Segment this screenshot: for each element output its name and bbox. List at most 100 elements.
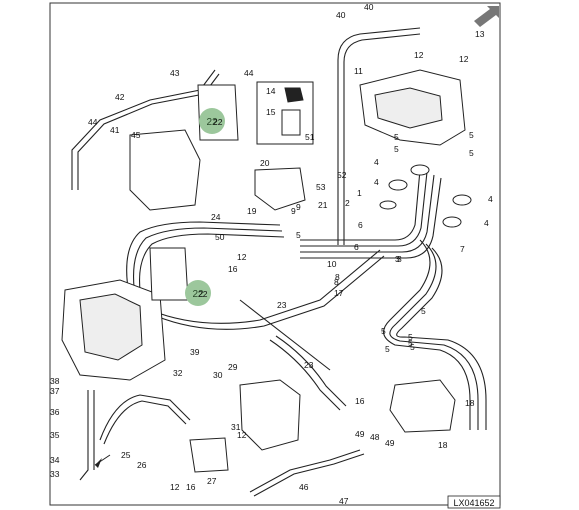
callout-label: 31 [231, 422, 241, 432]
callout-label: 5 [469, 130, 474, 140]
callout-label: 4 [374, 177, 379, 187]
components [61, 69, 472, 473]
callout-label: 46 [299, 482, 309, 492]
highlight-markers: 22 22 [185, 108, 225, 306]
callout-label: 3 [397, 254, 402, 264]
callout-label: 18 [438, 440, 448, 450]
callout-label: 5 [469, 148, 474, 158]
callout-label: 16 [355, 396, 365, 406]
callout-label: 22 [198, 289, 208, 299]
callout-label: 20 [260, 158, 270, 168]
callout-label: 1 [357, 188, 362, 198]
callout-label: 40 [364, 2, 374, 12]
callout-label: 42 [115, 92, 125, 102]
callout-label: 5 [394, 132, 399, 142]
callout-label: 12 [170, 482, 180, 492]
bracket [254, 167, 306, 211]
highlight-label: 22 [206, 117, 218, 128]
callout-label: 5 [296, 230, 301, 240]
callout-label: 5 [410, 342, 415, 352]
callout-label: 4 [484, 218, 489, 228]
callout-label: 35 [50, 430, 60, 440]
diagram-border [49, 2, 501, 506]
callout-label: 9 [296, 202, 301, 212]
callout-label: 4 [374, 157, 379, 167]
callout-label: 4 [488, 194, 493, 204]
callout-label: 2 [345, 198, 350, 208]
right-fitting-block [389, 379, 456, 433]
callout-label: 52 [337, 170, 347, 180]
callout-label: 5 [408, 332, 413, 342]
callout-label: 32 [173, 368, 183, 378]
callout-label: 26 [137, 460, 147, 470]
callout-label: 3 [395, 254, 400, 264]
upper-left-housing [129, 129, 201, 211]
callout-label: 13 [475, 29, 485, 39]
callout-label: 44 [244, 68, 254, 78]
callout-label: 9 [291, 206, 296, 216]
callout-label: 22 [213, 117, 223, 127]
callout-label: 17 [334, 288, 344, 298]
callout-label: 8 [334, 277, 339, 287]
filter-canister-mid [149, 247, 189, 301]
callout-label: 45 [131, 130, 141, 140]
callout-label: 29 [228, 362, 238, 372]
callout-label: 5 [408, 338, 413, 348]
callout-label: 5 [394, 144, 399, 154]
callout-label: 24 [211, 212, 221, 222]
highlight-label: 22 [192, 289, 204, 300]
callout-label: 8 [335, 272, 340, 282]
highlight-marker [185, 280, 211, 306]
callout-label: 5 [381, 326, 386, 336]
callout-label: 7 [460, 244, 465, 254]
callout-label: 12 [237, 430, 247, 440]
callout-label: 11 [354, 66, 363, 76]
callout-label: 27 [207, 476, 217, 486]
bottom-bracket [189, 437, 229, 473]
callout-label: 10 [327, 259, 337, 269]
callout-label: 38 [50, 376, 60, 386]
callout-label: 51 [305, 132, 315, 142]
callout-label: 16 [228, 264, 238, 274]
callout-label: 37 [50, 386, 60, 396]
callout-label: 12 [414, 50, 424, 60]
callout-label: 15 [266, 107, 276, 117]
callout-label: 48 [370, 432, 380, 442]
callout-label: 36 [50, 407, 60, 417]
callout-label: 49 [355, 429, 365, 439]
callout-label: 33 [50, 469, 60, 479]
reference-box [447, 495, 501, 509]
callout-label: 23 [304, 360, 314, 370]
callout-label: 41 [110, 125, 120, 135]
callout-label: 40 [336, 10, 346, 20]
callout-label: 49 [385, 438, 395, 448]
hose-lines [71, 27, 487, 497]
callout-label: 5 [385, 344, 390, 354]
callout-label: 6 [354, 242, 359, 252]
callout-label: 23 [277, 300, 287, 310]
callout-label: 34 [50, 455, 60, 465]
callout-label: 30 [213, 370, 223, 380]
reference-code: LX041652 [453, 498, 494, 508]
arrow-right-icon [470, 6, 499, 27]
callout-label: 5 [421, 306, 426, 316]
callout-label: 6 [358, 220, 363, 230]
callout-label: 25 [121, 450, 131, 460]
callout-label: 47 [339, 496, 349, 506]
callout-label: 21 [318, 200, 328, 210]
callout-label: 12 [237, 252, 247, 262]
callout-label: 19 [247, 206, 257, 216]
callout-label: 14 [266, 86, 276, 96]
callout-label: 12 [459, 54, 469, 64]
callout-label: 43 [170, 68, 180, 78]
lower-valve [239, 379, 301, 451]
callout-label: 18 [465, 398, 475, 408]
callout-label: 16 [186, 482, 196, 492]
highlight-marker [199, 108, 225, 134]
callout-label: 50 [215, 232, 225, 242]
callout-label: 44 [88, 117, 98, 127]
callout-label: 53 [316, 182, 326, 192]
